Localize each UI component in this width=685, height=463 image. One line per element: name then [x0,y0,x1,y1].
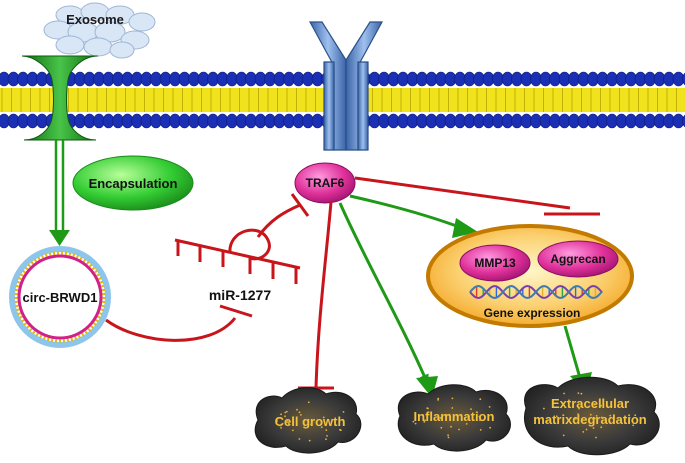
circ-brwd1-label: circ-BRWD1 [23,290,98,305]
traf6-to-cell-growth-inhibition [298,201,334,390]
mmp13-label: MMP13 [474,256,516,270]
cell-membrane [0,71,685,129]
membrane-channel-icon [21,55,99,141]
encapsulation-badge: Encapsulation [72,155,194,211]
circ-brwd1-vesicle: circ-BRWD1 [9,246,111,348]
traf6-to-inflammation-arrow [338,202,429,385]
ecm-label-line1: Extracellular [551,396,629,411]
outcome-speckles [276,392,637,442]
traf6-node: TRAF6 [294,162,356,204]
encapsulation-label: Encapsulation [89,176,178,191]
ecm-degradation-outcome: Extracellular matrixdegradation [524,376,660,456]
cell-growth-label: Cell growth [275,414,346,429]
gene-expression-label: Gene expression [484,306,581,320]
traf6-to-gene-inhibition [354,176,600,216]
gene-to-ecm-arrow [563,325,582,379]
exosome-label: Exosome [66,12,124,27]
circ-to-mir-inhibition [105,304,253,342]
dna-helix-icon [469,284,603,300]
exosome-cloud-icon: Exosome [43,2,156,59]
cell-growth-outcome: Cell growth [254,387,362,454]
gene-expression-nucleus: MMP13 Aggrecan Gene expression [426,224,634,328]
traf6-label: TRAF6 [306,176,345,190]
transport-arrow [49,140,70,246]
inflammation-label: Inflammation [414,409,495,424]
mir-1277-label: miR-1277 [209,287,271,303]
receptor-icon [308,21,384,151]
traf6-to-gene-arrow [349,194,463,230]
inflammation-outcome: Inflammation [397,384,511,452]
mir-1277-structure [174,228,301,284]
mir-to-traf6-inhibition [256,193,310,238]
aggrecan-label: Aggrecan [550,252,605,266]
ecm-label-line2: matrixdegradation [533,412,646,427]
